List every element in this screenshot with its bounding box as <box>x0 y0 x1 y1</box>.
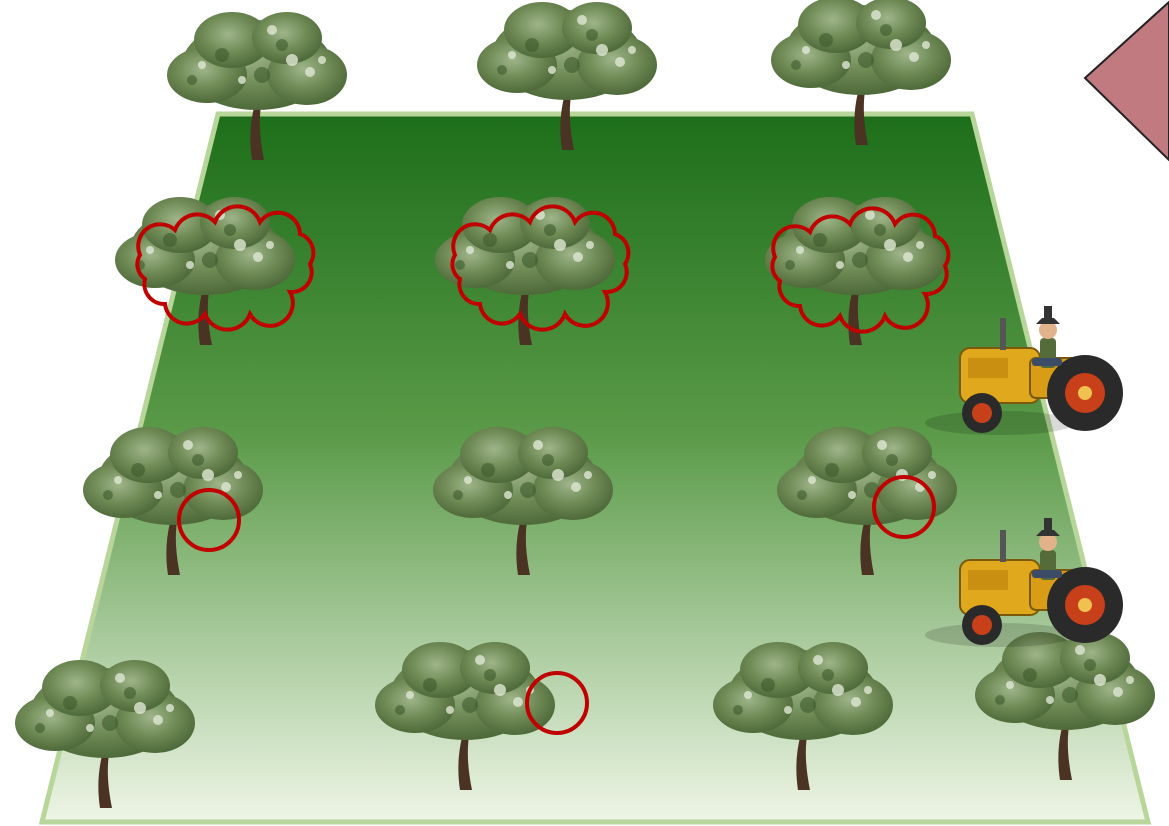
cloud-highlight <box>450 204 631 332</box>
circle-highlight <box>177 488 241 552</box>
cloud-highlight <box>770 206 951 334</box>
cloud-highlight <box>135 204 316 332</box>
circle-highlight <box>872 475 936 539</box>
nav-arrow-icon[interactable] <box>1083 0 1169 162</box>
circle-highlight <box>525 671 589 735</box>
